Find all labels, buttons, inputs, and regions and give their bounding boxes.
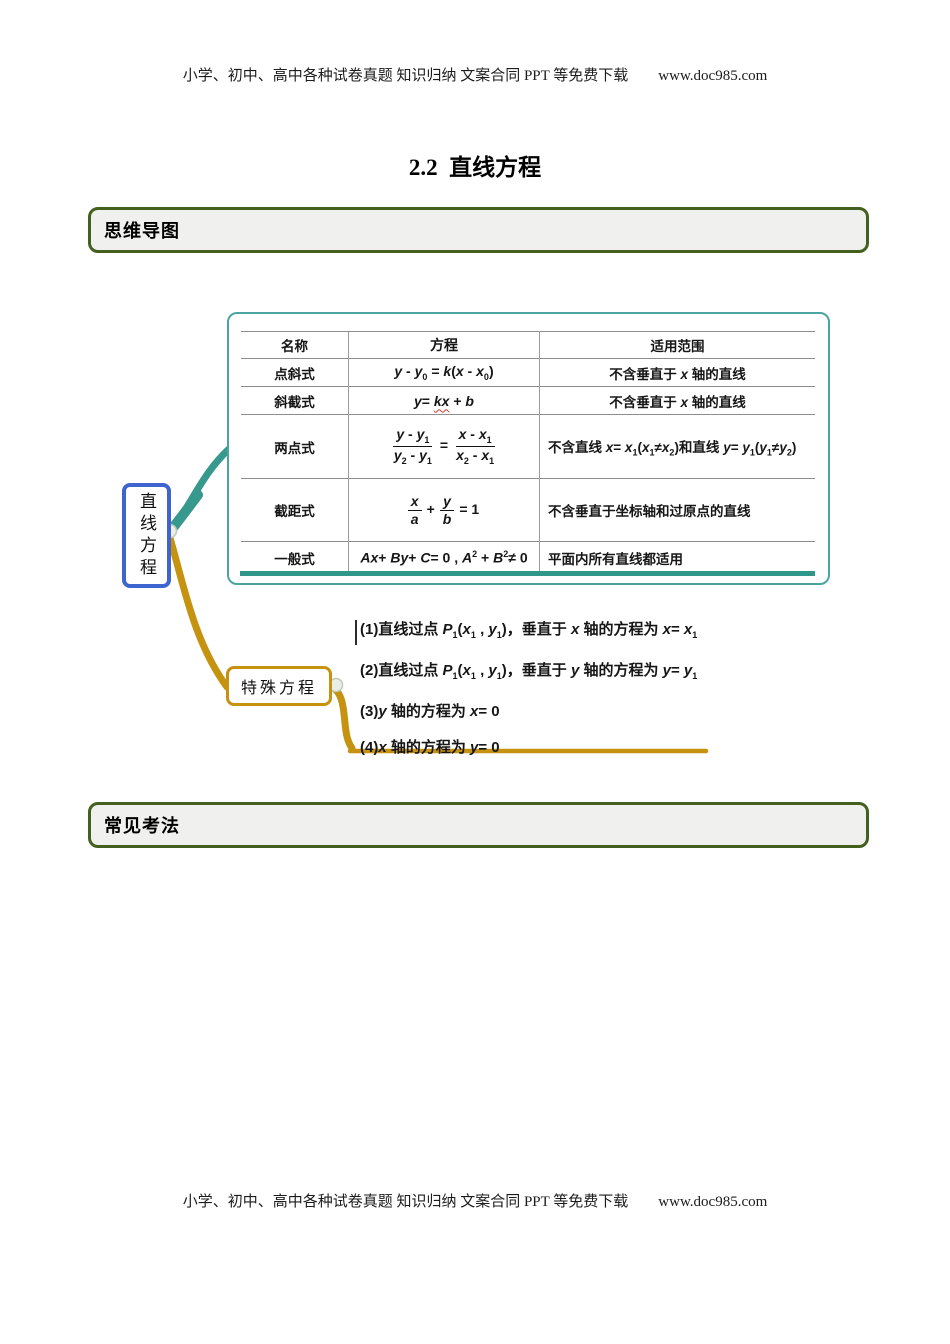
footer-text: 小学、初中、高中各种试卷真题 知识归纳 文案合同 PPT 等免费下载 bbox=[182, 1194, 629, 1210]
col-header-scope: 适用范围 bbox=[539, 331, 815, 359]
row-name: 两点式 bbox=[241, 414, 349, 479]
row-name: 斜截式 bbox=[241, 386, 349, 415]
special-equation-item: (4)x 轴的方程为 y= 0 bbox=[360, 739, 500, 756]
branch-gold-exit bbox=[328, 683, 356, 752]
col-header-equation: 方程 bbox=[348, 331, 540, 359]
row-scope: 不含垂直于坐标轴和过原点的直线 bbox=[539, 478, 815, 542]
equation-table: 名称 方程 适用范围 点斜式 y - y0 = k(x - x0) 不含垂直于 … bbox=[241, 331, 815, 574]
section-common-label: 常见考法 bbox=[104, 816, 180, 836]
row-formula: y - y0 = k(x - x0) bbox=[348, 358, 540, 387]
section-common-banner: 常见考法 bbox=[88, 802, 869, 848]
row-formula: Ax+ By+ C= 0 , A2 + B2≠ 0 bbox=[348, 541, 540, 574]
row-formula: y= kx + b bbox=[348, 386, 540, 415]
row-scope: 不含垂直于 x 轴的直线 bbox=[539, 386, 815, 415]
row-name: 截距式 bbox=[241, 478, 349, 542]
branch-teal bbox=[167, 445, 233, 535]
row-scope: 平面内所有直线都适用 bbox=[539, 541, 815, 574]
special-equation-item: (3)y 轴的方程为 x= 0 bbox=[360, 703, 500, 720]
section-mindmap-banner: 思维导图 bbox=[88, 207, 869, 253]
table-row: 斜截式 y= kx + b 不含垂直于 x 轴的直线 bbox=[241, 386, 815, 415]
table-header-row: 名称 方程 适用范围 bbox=[241, 331, 815, 359]
table-row: 一般式 Ax+ By+ C= 0 , A2 + B2≠ 0 平面内所有直线都适用 bbox=[241, 541, 815, 574]
branch-gold-down bbox=[166, 534, 231, 691]
footer-url: www.doc985.com bbox=[658, 1194, 768, 1210]
table-row: 点斜式 y - y0 = k(x - x0) 不含垂直于 x 轴的直线 bbox=[241, 358, 815, 387]
special-equation-item: (2)直线过点 P1(x1 , y1)，垂直于 y 轴的方程为 y= y1 bbox=[360, 662, 698, 681]
row-scope: 不含垂直于 x 轴的直线 bbox=[539, 358, 815, 387]
node-line-equation-label: 直线方程 bbox=[137, 491, 156, 580]
section-mindmap-label: 思维导图 bbox=[104, 221, 180, 241]
node-special-equations-label: 特殊方程 bbox=[240, 680, 317, 697]
row-scope: 不含直线 x= x1(x1≠x2)和直线 y= y1(y1≠y2) bbox=[539, 414, 815, 479]
branch-underline-table bbox=[240, 571, 815, 576]
node-line-equation: 直线方程 bbox=[122, 483, 171, 588]
row-name: 点斜式 bbox=[241, 358, 349, 387]
page-title: 2.2 直线方程 bbox=[408, 155, 542, 180]
equation-table-card: 名称 方程 适用范围 点斜式 y - y0 = k(x - x0) 不含垂直于 … bbox=[227, 312, 830, 585]
header-url: www.doc985.com bbox=[658, 68, 768, 84]
special-equation-list: (1)直线过点 P1(x1 , y1)，垂直于 x 轴的方程为 x= x1 (2… bbox=[355, 620, 698, 774]
page-header: 小学、初中、高中各种试卷真题 知识归纳 文案合同 PPT 等免费下载 www.do… bbox=[0, 64, 950, 85]
branch-teal-thick bbox=[163, 490, 203, 539]
row-name: 一般式 bbox=[241, 541, 349, 574]
header-text: 小学、初中、高中各种试卷真题 知识归纳 文案合同 PPT 等免费下载 bbox=[182, 68, 629, 84]
col-header-name: 名称 bbox=[241, 331, 349, 359]
special-equation-item: (1)直线过点 P1(x1 , y1)，垂直于 x 轴的方程为 x= x1 bbox=[355, 620, 697, 645]
page-footer: 小学、初中、高中各种试卷真题 知识归纳 文案合同 PPT 等免费下载 www.do… bbox=[0, 1190, 950, 1211]
node-special-equations: 特殊方程 bbox=[226, 666, 332, 706]
